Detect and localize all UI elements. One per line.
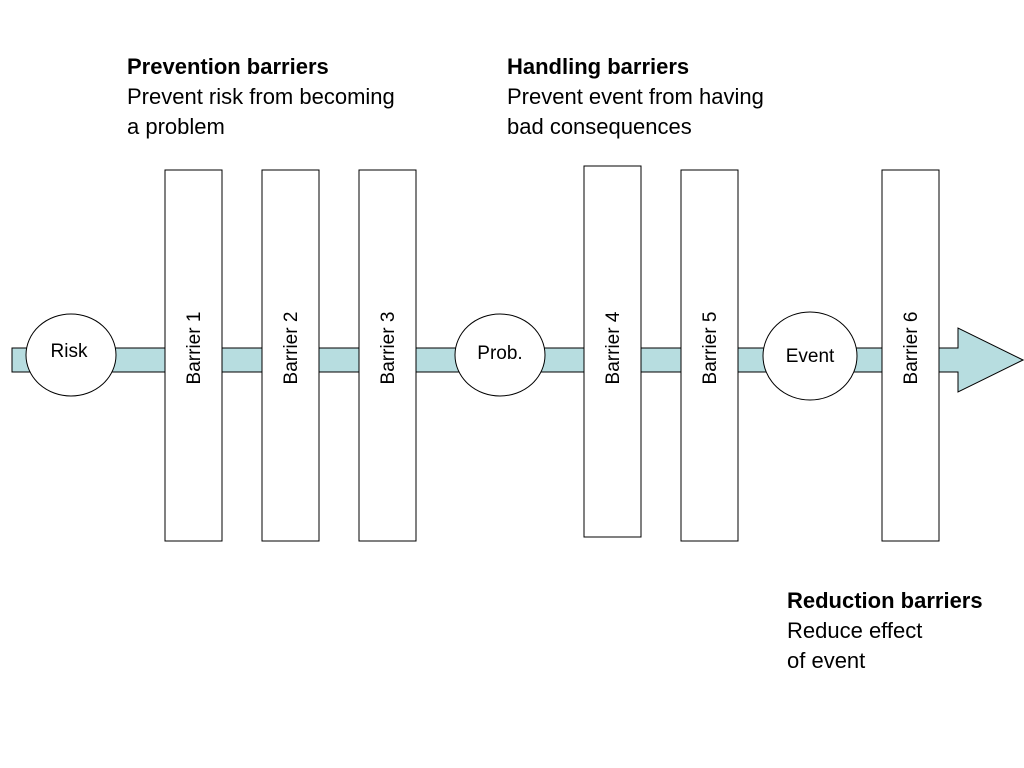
barrier-4-label: Barrier 4 [603, 311, 624, 384]
barrier-3: Barrier 3 [358, 169, 417, 542]
prevention-barriers-description-line-2: a problem [127, 114, 225, 139]
barrier-1-label: Barrier 1 [184, 312, 205, 385]
barrier-1-box [164, 169, 223, 542]
event-node: Event [762, 311, 858, 401]
barrier-4: Barrier 4 [583, 165, 642, 538]
barrier-6: Barrier 6 [881, 169, 940, 542]
problem-label: Prob. [477, 343, 522, 364]
barrier-3-box [358, 169, 417, 542]
event-circle [762, 311, 858, 401]
handling-barriers-heading: Handling barriers [507, 54, 690, 79]
risk-label: Risk [51, 341, 88, 362]
barrier-6-box [881, 169, 940, 542]
barrier-2-label: Barrier 2 [281, 312, 302, 385]
reduction-barriers-description-line-1: Reduce effect [787, 618, 923, 643]
barrier-6-label: Barrier 6 [901, 312, 922, 385]
problem-node: Prob. [454, 313, 546, 397]
barrier-2: Barrier 2 [261, 169, 320, 542]
reduction-barriers-description-line-2: of event [787, 648, 866, 673]
risk-node: Risk [25, 313, 117, 397]
barrier-5-label: Barrier 5 [700, 312, 721, 385]
prevention-barriers-description-line-1: Prevent risk from becoming [127, 84, 395, 109]
barrier-1: Barrier 1 [164, 169, 223, 542]
handling-barriers-description-line-1: Prevent event from having [507, 84, 764, 109]
barrier-2-box [261, 169, 320, 542]
reduction-barriers-heading: Reduction barriers [787, 588, 983, 613]
prevention-barriers-heading: Prevention barriers [127, 54, 329, 79]
handling-barriers-caption: Handling barriers Prevent event from hav… [507, 52, 837, 142]
risk-circle [25, 313, 117, 397]
barrier-5-box [680, 169, 739, 542]
barrier-5: Barrier 5 [680, 169, 739, 542]
prevention-barriers-caption: Prevention barriers Prevent risk from be… [127, 52, 467, 142]
handling-barriers-description-line-2: bad consequences [507, 114, 692, 139]
barrier-4-box [583, 165, 642, 538]
problem-circle [454, 313, 546, 397]
barrier-3-label: Barrier 3 [378, 312, 399, 385]
reduction-barriers-caption: Reduction barriers Reduce effect of even… [787, 586, 1022, 676]
event-label: Event [786, 346, 835, 367]
